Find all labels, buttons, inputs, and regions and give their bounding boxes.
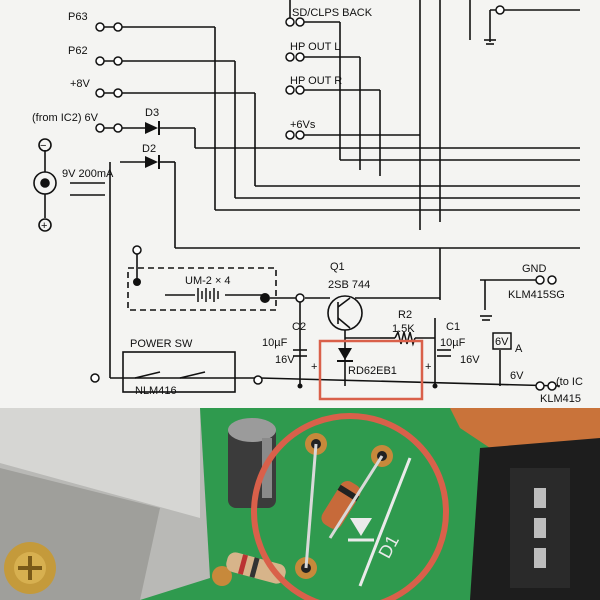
label-hp-out-l: HP OUT L xyxy=(290,41,340,53)
diode-highlight-circle xyxy=(251,413,449,600)
label-nlm: NLM416 xyxy=(135,385,177,397)
label-plus8v: +8V xyxy=(70,78,91,90)
label-zener: RD62EB1 xyxy=(348,365,397,377)
label-plus-c1: + xyxy=(425,361,431,373)
label-c1-cap: 10µF xyxy=(440,337,466,349)
label-minus-jack: − xyxy=(40,140,46,152)
label-6v-box: 6V xyxy=(495,336,509,348)
label-gnd-conn: KLM415SG xyxy=(508,289,565,301)
label-p62: P62 xyxy=(68,45,88,57)
label-c1: C1 xyxy=(446,321,460,333)
label-plus-c2: + xyxy=(311,361,317,373)
label-sd-clps: SD/CLPS BACK xyxy=(292,7,373,19)
label-6v-out: 6V xyxy=(510,370,524,382)
zener-highlight-box xyxy=(318,339,424,401)
label-r2: R2 xyxy=(398,309,412,321)
label-6v-a: A xyxy=(515,343,523,355)
label-c2-cap: 10µF xyxy=(262,337,288,349)
label-dc-in: 9V 200mA xyxy=(62,168,114,180)
label-plus-jack: + xyxy=(41,220,47,232)
label-c1-volt: 16V xyxy=(460,354,480,366)
label-power-sw: POWER SW xyxy=(130,338,193,350)
label-d2: D2 xyxy=(142,143,156,155)
label-r2-val: 1.5K xyxy=(392,323,415,335)
label-c2-volt: 16V xyxy=(275,354,295,366)
label-um2: UM-2 × 4 xyxy=(185,275,231,287)
label-hp-out-r: HP OUT R xyxy=(290,75,342,87)
label-klm-out: KLM415 xyxy=(540,393,581,405)
label-q1: Q1 xyxy=(330,261,345,273)
pcb-photo: D1 xyxy=(0,408,600,600)
label-gnd: GND xyxy=(522,263,547,275)
schematic-diagram: P63 P62 +8V (from IC2) 6V D3 D2 9V 200mA… xyxy=(0,0,600,408)
label-from-ic2: (from IC2) 6V xyxy=(32,112,99,124)
label-plus6vs: +6Vs xyxy=(290,119,316,131)
label-q1-part: 2SB 744 xyxy=(328,279,370,291)
label-c2: C2 xyxy=(292,321,306,333)
label-to-ic: (to IC xyxy=(556,376,583,388)
label-d3: D3 xyxy=(145,107,159,119)
label-p63: P63 xyxy=(68,11,88,23)
